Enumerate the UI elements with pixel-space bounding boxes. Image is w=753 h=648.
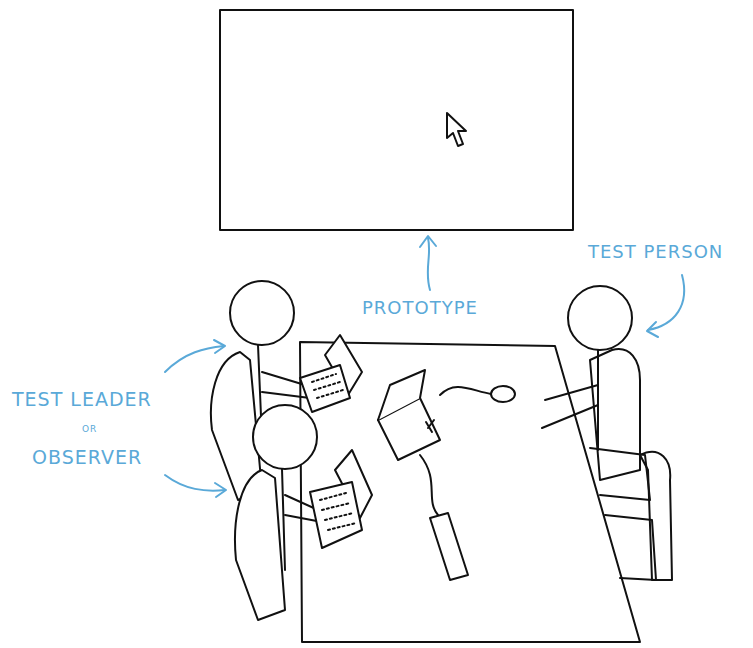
annotation-label: TEST PERSON bbox=[588, 241, 723, 262]
laptop-keyboard bbox=[300, 365, 350, 412]
head bbox=[568, 286, 632, 350]
arrow-head bbox=[420, 236, 436, 247]
leader-arrow bbox=[165, 346, 224, 372]
annotation-label: TEST LEADER bbox=[12, 388, 152, 410]
chair-back bbox=[235, 470, 285, 620]
screen bbox=[220, 10, 573, 230]
arrow-head bbox=[214, 340, 225, 353]
annotation-label: PROTOTYPE bbox=[362, 297, 478, 318]
keys bbox=[312, 374, 343, 398]
arm bbox=[545, 385, 598, 400]
chair-back bbox=[590, 349, 640, 480]
cable bbox=[420, 455, 438, 515]
laptop-keyboard bbox=[310, 482, 362, 548]
arrow-head bbox=[215, 483, 226, 497]
mouse bbox=[491, 386, 515, 402]
arm bbox=[542, 405, 598, 428]
logo bbox=[426, 420, 434, 432]
arm bbox=[262, 372, 305, 385]
chair bbox=[640, 452, 672, 580]
seat bbox=[590, 448, 650, 500]
body bbox=[597, 350, 599, 450]
arm bbox=[262, 392, 310, 398]
leader-arrow bbox=[428, 238, 430, 290]
laptop-base bbox=[378, 370, 425, 420]
head bbox=[230, 281, 294, 345]
keys bbox=[320, 493, 356, 530]
leader-arrow bbox=[648, 275, 684, 330]
cursor bbox=[447, 113, 466, 146]
head bbox=[253, 405, 317, 469]
annotation-label: OR bbox=[82, 424, 97, 434]
chair-seat bbox=[605, 515, 656, 580]
annotation-label: OBSERVER bbox=[32, 446, 142, 468]
body bbox=[282, 469, 285, 570]
cable bbox=[440, 387, 491, 395]
arrow-head bbox=[647, 322, 658, 337]
device bbox=[430, 513, 468, 580]
